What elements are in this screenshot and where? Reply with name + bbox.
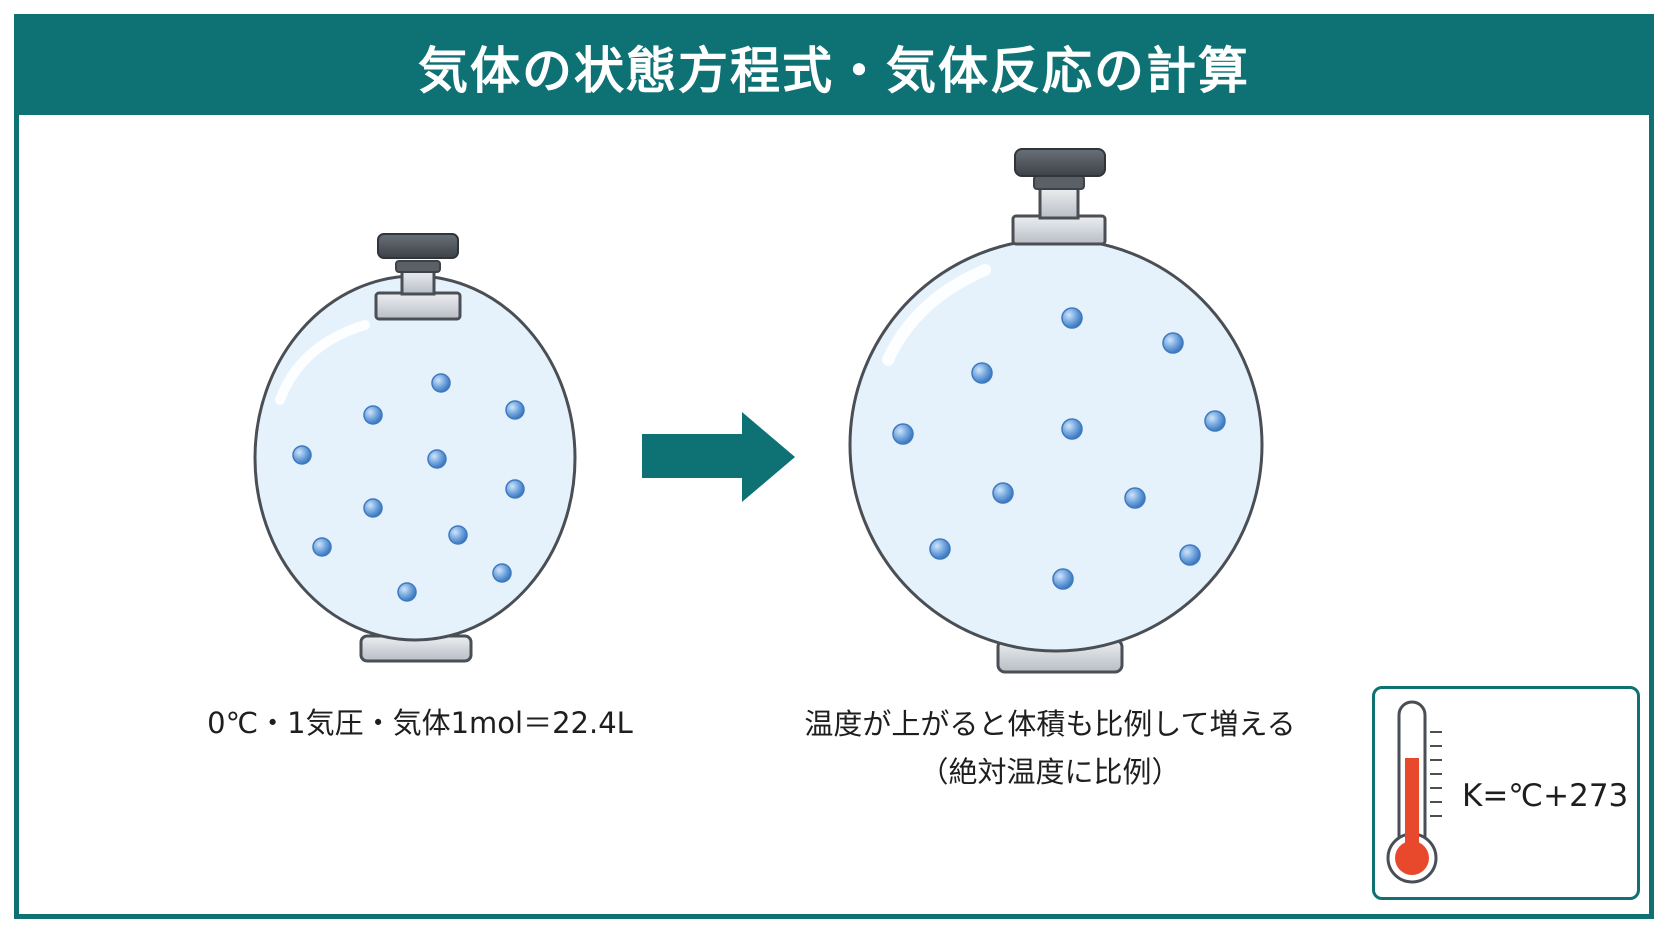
small-gas-cylinder-icon [253, 233, 577, 663]
large-gas-cylinder-icon [848, 148, 1264, 674]
arrow-right-icon [642, 412, 795, 502]
molecules-right [892, 307, 1226, 590]
molecules-left [292, 373, 525, 602]
title-bar: 気体の状態方程式・気体反応の計算 [19, 19, 1649, 115]
caption-line-1: 温度が上がると体積も比例して増える [804, 707, 1296, 741]
caption-line-2: （絶対温度に比例） [919, 755, 1181, 789]
page-title: 気体の状態方程式・気体反応の計算 [418, 42, 1250, 100]
temperature-volume-caption: 温度が上がると体積も比例して増える （絶対温度に比例） [770, 700, 1330, 796]
standard-conditions-caption: 0℃・1気圧・気体1mol＝22.4L [207, 706, 633, 740]
kelvin-formula: K=℃+273 [1462, 778, 1629, 814]
